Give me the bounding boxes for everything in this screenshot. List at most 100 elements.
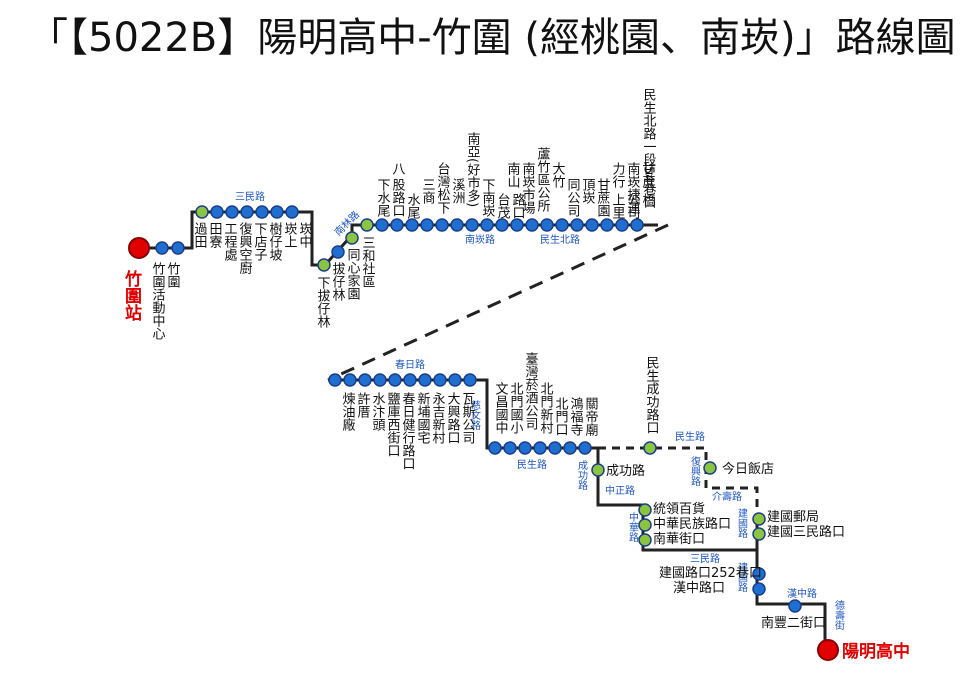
stop-marker[interactable] [503,441,517,455]
stop-marker[interactable] [375,218,389,232]
stop-marker[interactable] [525,218,539,232]
stop-label: 瓦斯公司 [460,392,476,444]
stop-label: 田寮 [207,222,223,248]
stop-label: 許厝 [355,392,371,418]
road-label-nankan: 南崁路 [465,233,495,246]
stop-marker[interactable] [555,218,569,232]
stop-label: 鹽庫西街口 [385,392,401,457]
stop-marker[interactable] [317,258,331,272]
road-label-sanmin-1: 三民路 [235,190,265,203]
stop-marker[interactable] [518,441,532,455]
stop-marker[interactable] [600,218,614,232]
stop-label: 三商 [420,178,436,204]
stop-marker[interactable] [388,373,402,387]
stop-label: 北門口 [553,397,569,436]
stop-label: 大興路口 [445,392,461,444]
stop-marker[interactable] [488,441,502,455]
terminal-start-marker[interactable] [128,237,150,259]
stop-marker[interactable] [225,205,239,219]
road-label-deshou: 德壽街 [833,599,845,631]
stop-marker[interactable] [643,441,657,455]
terminal-start-label: 竹圍站 [121,269,143,322]
road-label-minsheng-2: 民生路 [675,430,705,443]
stop-label: 關帝廟 [583,397,599,436]
stop-marker[interactable] [510,218,524,232]
stop-marker[interactable] [591,463,605,477]
stop-marker[interactable] [405,218,419,232]
stop-label: 中華民族路口 [653,516,731,532]
stop-marker[interactable] [638,503,652,517]
stop-marker[interactable] [563,441,577,455]
stop-label: 三和社區 [360,236,376,288]
stop-marker[interactable] [540,218,554,232]
stop-label: 南華街口 [653,531,705,547]
stop-marker[interactable] [420,218,434,232]
stop-marker[interactable] [448,373,462,387]
stop-marker[interactable] [615,218,629,232]
stop-marker[interactable] [533,441,547,455]
stop-marker[interactable] [480,218,494,232]
stop-marker[interactable] [343,373,357,387]
stop-marker[interactable] [255,205,269,219]
stop-marker[interactable] [465,218,479,232]
road-label-jianguo-1: 建國路 [736,507,748,539]
stop-marker[interactable] [240,205,254,219]
stop-marker[interactable] [360,218,374,232]
stop-marker[interactable] [638,533,652,547]
stop-marker[interactable] [155,241,169,255]
stop-marker[interactable] [752,582,766,596]
route-line-dashed-loop [598,446,759,515]
stop-label: 漢中路口 [673,580,725,596]
stop-marker[interactable] [450,218,464,232]
stop-marker[interactable] [435,218,449,232]
stop-marker[interactable] [418,373,432,387]
stop-marker[interactable] [752,512,766,526]
stop-marker[interactable] [403,373,417,387]
stop-marker[interactable] [495,218,509,232]
stop-marker[interactable] [630,218,644,232]
stop-label: 南山 [505,161,521,188]
stop-label: 統領百貨 [653,501,705,517]
stop-marker[interactable] [463,373,477,387]
stop-label: 大竹 [550,162,566,189]
stop-marker[interactable] [210,205,224,219]
stop-marker[interactable] [345,231,359,245]
stop-label: 南崁捷運 [625,161,641,214]
stop-label: 頂崁 [580,178,596,204]
stop-label: 股路口 [390,178,406,217]
stop-marker[interactable] [328,373,342,387]
stop-marker[interactable] [390,218,404,232]
road-label-chunri: 春日路 [395,358,425,371]
stop-marker[interactable] [752,527,766,541]
stop-marker[interactable] [703,461,717,475]
stop-marker[interactable] [578,441,592,455]
stop-marker[interactable] [570,218,584,232]
stop-label: 甘蔗園 [595,178,611,217]
stop-marker[interactable] [171,241,185,255]
stop-marker[interactable] [752,567,766,581]
stop-marker[interactable] [358,373,372,387]
stop-label: 建國路口252巷口 [659,565,762,581]
stop-marker[interactable] [195,205,209,219]
stop-label: 北門國小 [508,382,524,435]
stop-label: 建國三民路口 [767,524,845,540]
stop-marker[interactable] [373,373,387,387]
stop-label: 路口 [510,192,526,219]
stop-marker[interactable] [548,441,562,455]
stop-label: 水尾 [405,193,421,220]
stop-marker[interactable] [788,599,802,613]
right-stop-labels: 成功路 今日飯店 統領百貨 中華民族路口 南華街口 建國郵局 建國三民路口 建國… [606,461,845,631]
stop-label: 下店子 [252,222,268,261]
stop-marker[interactable] [433,373,447,387]
stop-label: 新埔國宅 [415,391,431,444]
stop-marker[interactable] [638,518,652,532]
stop-marker[interactable] [285,205,299,219]
stop-marker[interactable] [270,205,284,219]
road-label-zhongzheng: 中正路 [605,484,635,497]
stop-label: 下水尾 [375,178,391,218]
terminal-end-marker[interactable] [817,639,839,661]
stop-label: 鴻福寺 [568,397,584,436]
stop-marker[interactable] [331,245,345,259]
stop-marker[interactable] [585,218,599,232]
stop-label: 南豐二街口 [761,615,826,631]
